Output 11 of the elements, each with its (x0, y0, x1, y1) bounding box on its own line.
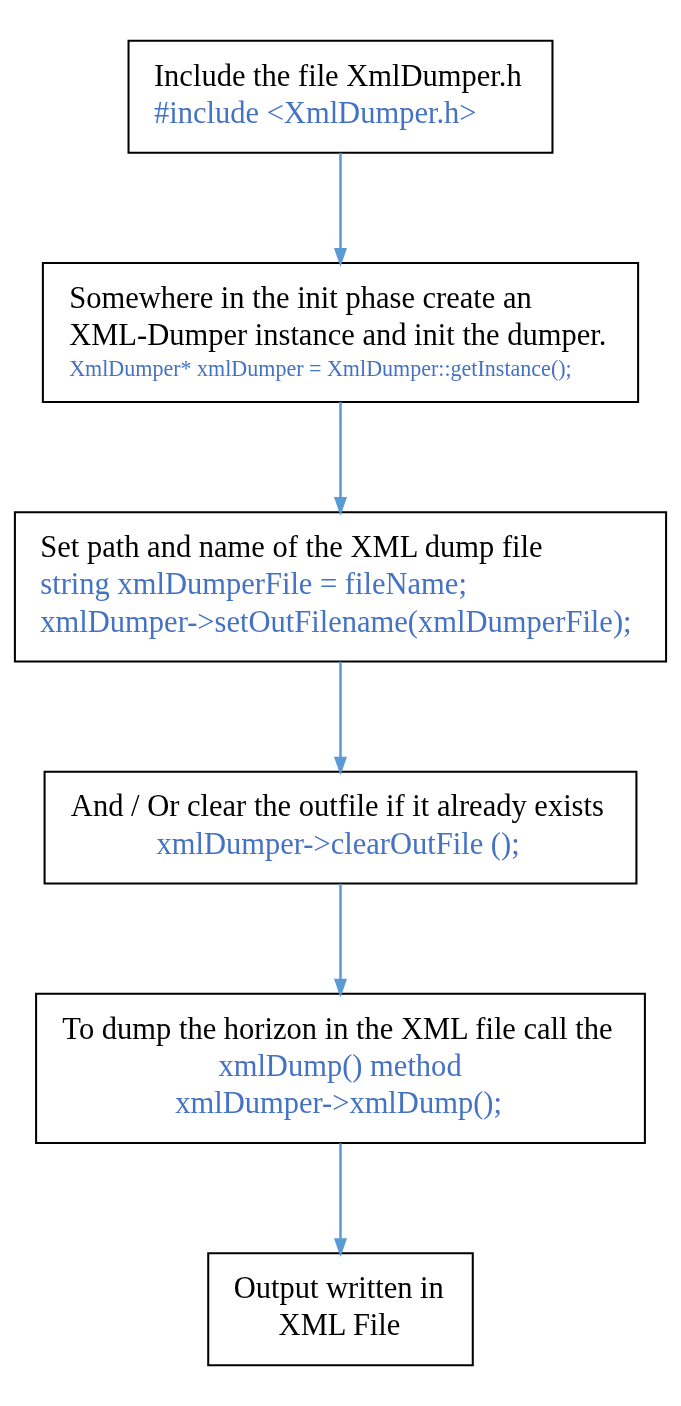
arrow (333, 1143, 348, 1257)
arrow (333, 661, 348, 776)
node-box: Set path and name of the XML dump file string xmlDumperFile = fileName; xmlDumper->setOutFilename(xmlDumperFile); (13, 511, 668, 663)
arrow (333, 883, 348, 998)
node-box: And / Or clear the outfile if it already exists xmlDumper->clearOutFile (); (43, 770, 638, 885)
arrow (333, 402, 348, 516)
node-box: Somewhere in the init phase create an XML-Dumper instance and init the dumper. XmlDumper* xmlDumper = XmlDumper::getInstance(); (41, 261, 640, 403)
node-box: To dump the horizon in the XML file call the xmlDump() method xmlDumper->xmlDump(); (35, 992, 646, 1145)
node-box: Include the file XmlDumper.h #include <XmlDumper.h> (127, 39, 554, 154)
arrow (333, 152, 348, 267)
node-box: Output written in XML File (207, 1252, 474, 1367)
